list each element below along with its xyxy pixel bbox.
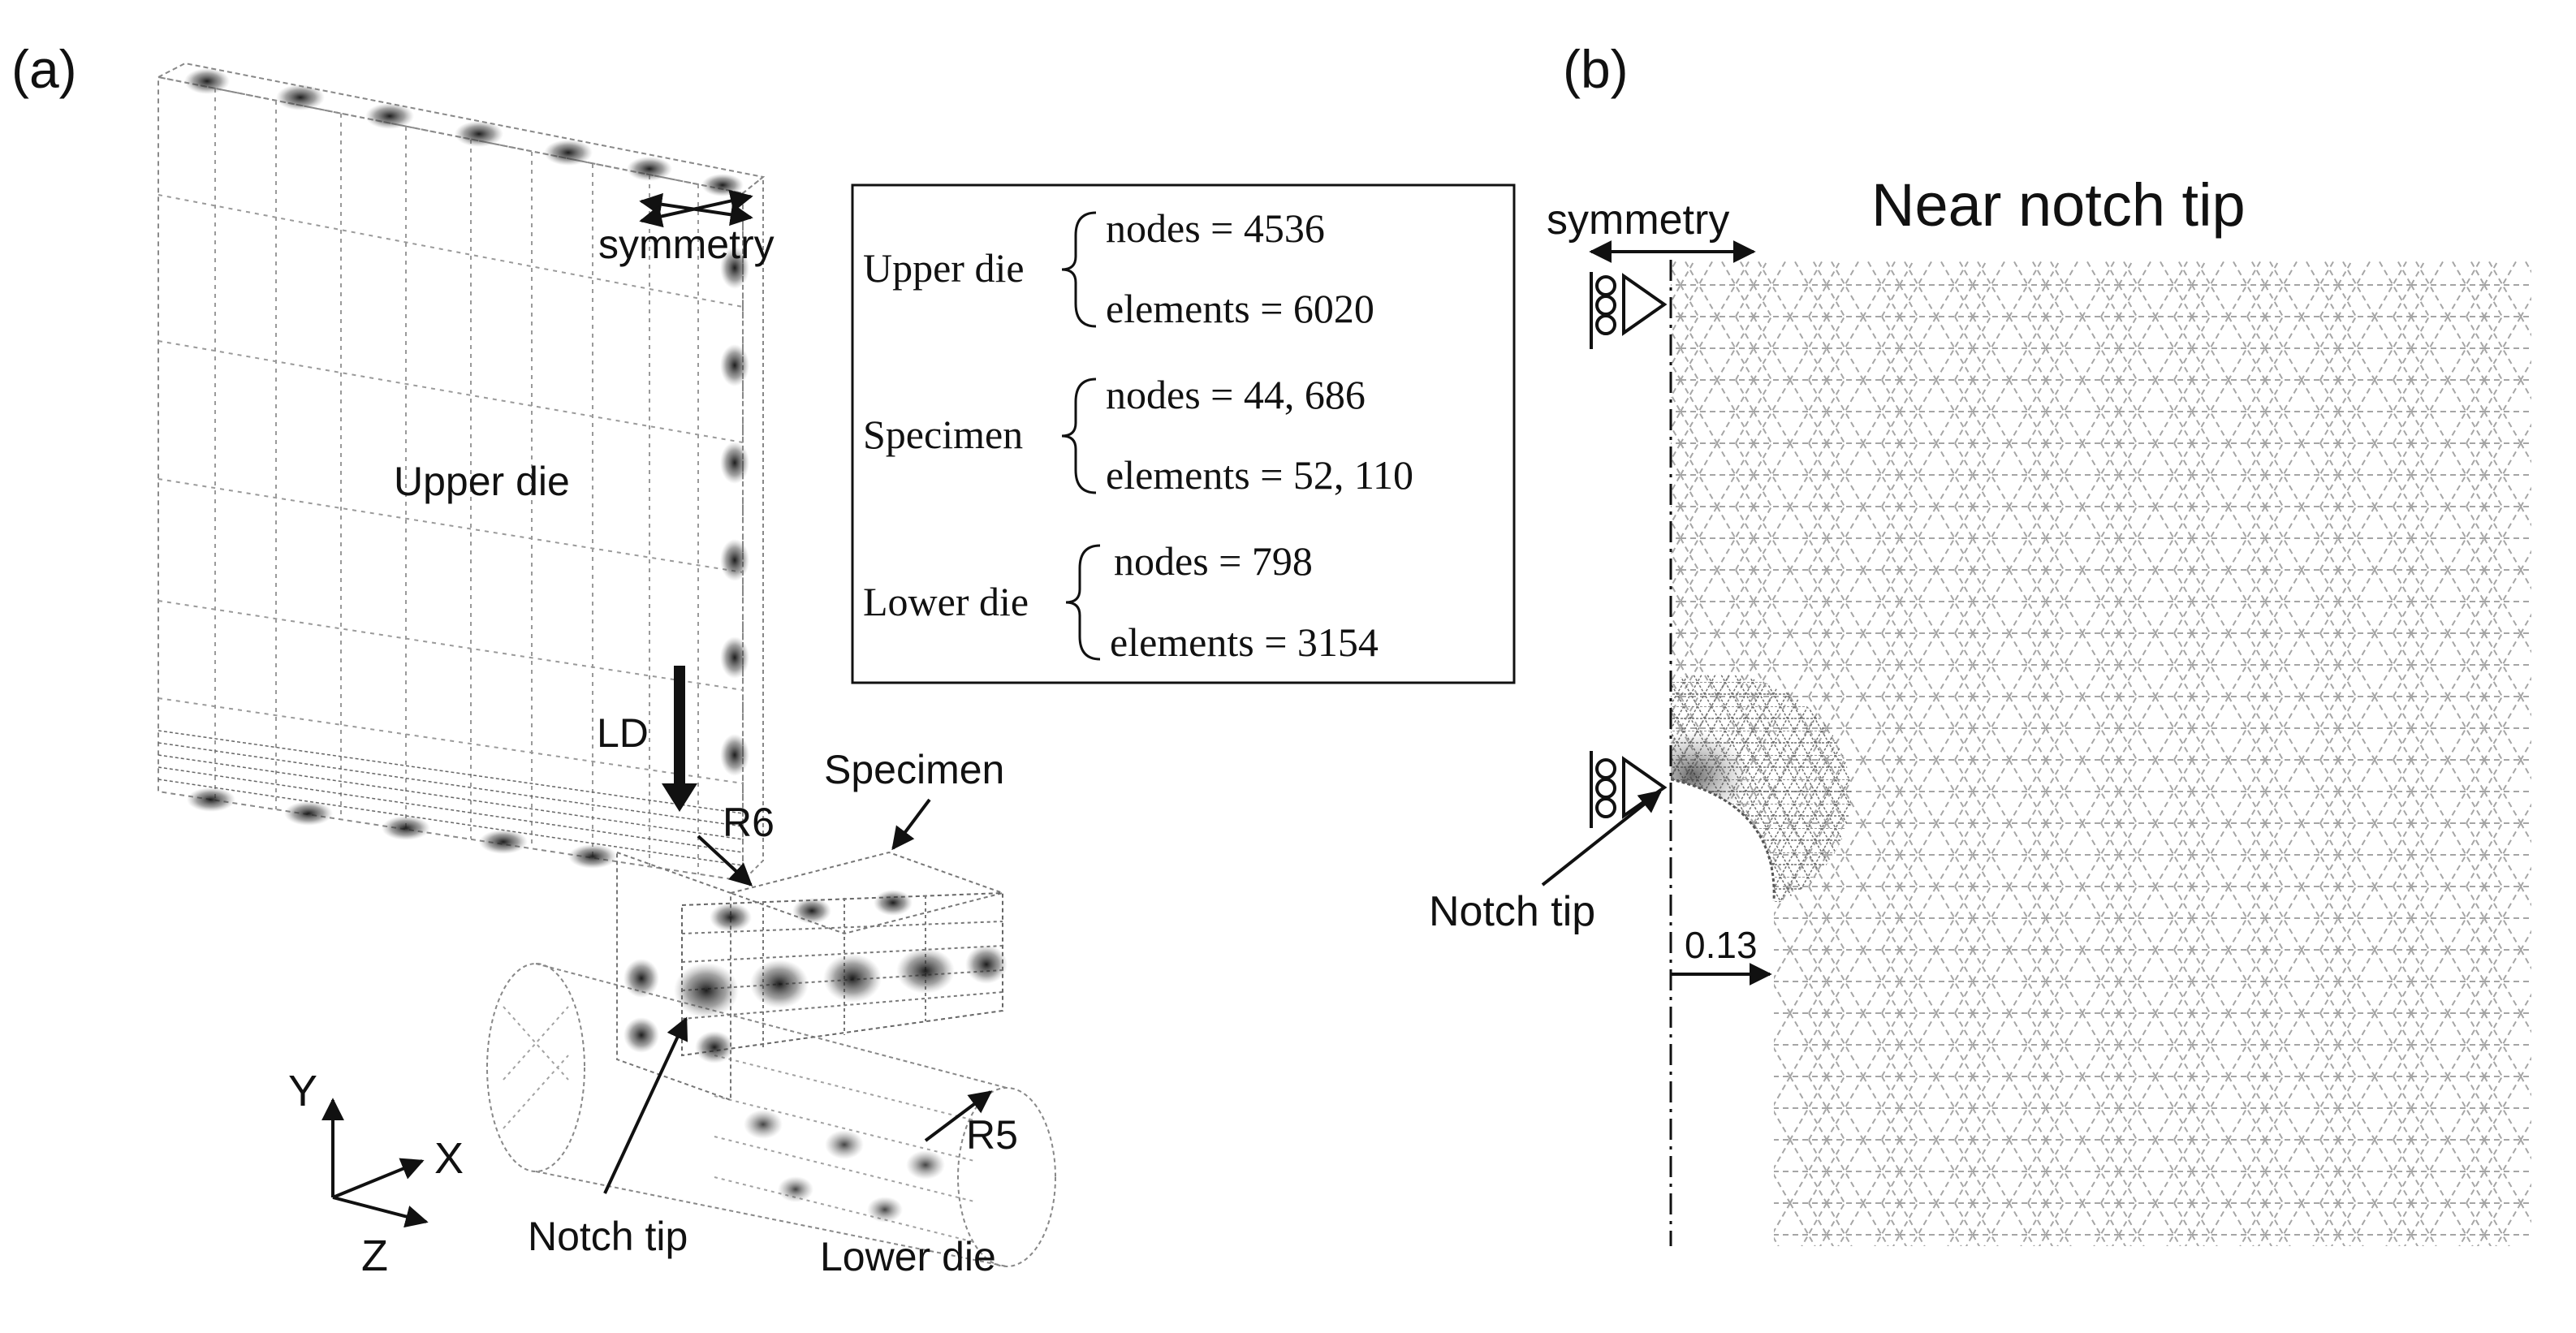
notch-mesh (1671, 260, 2531, 1246)
lower-die-label: Lower die (820, 1234, 996, 1279)
symmetry-arrows-a (639, 189, 753, 228)
roller-support-top (1590, 272, 1668, 349)
mesh-part-specimen: Specimen (863, 412, 1023, 457)
specimen-arrow (891, 798, 931, 851)
panel-b-title: Near notch tip (1871, 171, 2246, 239)
mesh-elements-lower-die: elements = 3154 (1110, 619, 1379, 665)
panel-b: (b) Near notch tip symmetry (1429, 39, 2531, 1246)
mesh-nodes-specimen: nodes = 44, 686 (1106, 372, 1366, 417)
lower-die-mesh (486, 963, 1056, 1267)
mesh-part-lower-die: Lower die (863, 579, 1029, 624)
mesh-nodes-upper-die: nodes = 4536 (1106, 205, 1325, 251)
panel-a: (a) (11, 39, 1516, 1280)
axis-label-x: X (434, 1134, 464, 1183)
symmetry-label-a: symmetry (598, 222, 775, 267)
panel-b-tag: (b) (1563, 39, 1629, 99)
axis-label-z: Z (361, 1232, 388, 1280)
upper-die-label: Upper die (394, 459, 570, 504)
brace-lower-die (1065, 544, 1101, 661)
specimen-mesh (616, 851, 1008, 1102)
dimension-label: 0.13 (1685, 924, 1758, 966)
ld-label: LD (597, 710, 649, 756)
mesh-nodes-lower-die: nodes = 798 (1114, 538, 1313, 584)
notch-tip-label-b: Notch tip (1429, 888, 1595, 935)
brace-specimen (1061, 377, 1097, 494)
notch-tip-arrow-a (603, 1016, 688, 1194)
notch-tip-arrow-b (1541, 790, 1663, 887)
r6-label: R6 (723, 800, 775, 845)
symmetry-label-b: symmetry (1547, 196, 1729, 244)
r5-arrow (924, 1090, 993, 1142)
panel-a-tag: (a) (11, 39, 77, 99)
brace-upper-die (1061, 211, 1097, 328)
notch-tip-label-a: Notch tip (528, 1214, 688, 1259)
r5-label: R5 (966, 1112, 1018, 1158)
r6-arrow (697, 835, 753, 887)
axis-label-y: Y (288, 1067, 317, 1115)
mesh-stats-box: Upper die nodes = 4536 elements = 6020 S… (851, 183, 1516, 684)
specimen-label: Specimen (824, 747, 1004, 792)
mesh-part-upper-die: Upper die (863, 245, 1025, 291)
mesh-elements-upper-die: elements = 6020 (1106, 286, 1374, 331)
roller-support-bottom (1590, 751, 1668, 828)
coordinate-axes (321, 1098, 429, 1228)
upper-die-mesh (155, 62, 766, 883)
mesh-elements-specimen: elements = 52, 110 (1106, 452, 1413, 498)
ld-arrow (662, 666, 697, 812)
